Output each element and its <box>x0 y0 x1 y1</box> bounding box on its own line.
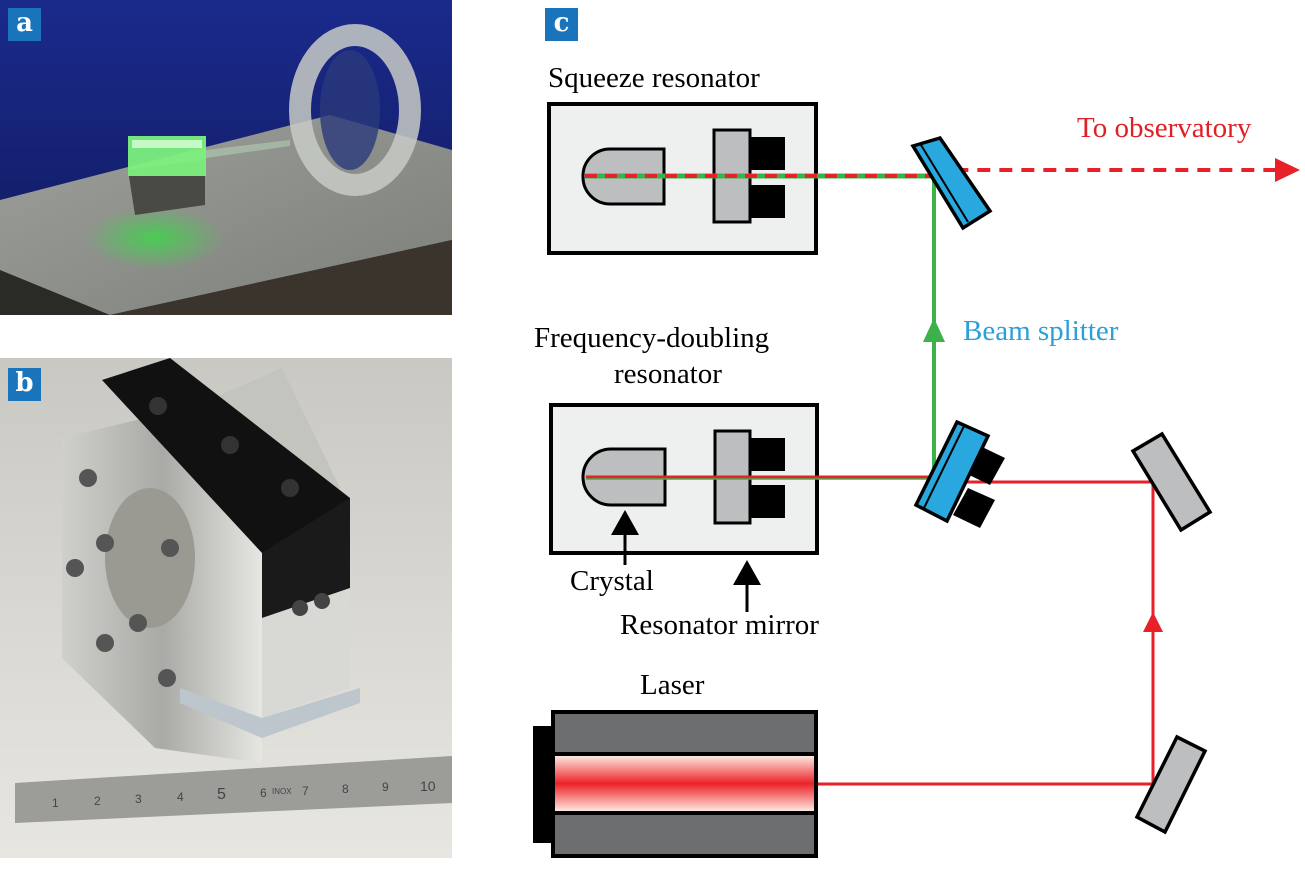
beam-splitter-top <box>910 135 993 231</box>
laser-title: Laser <box>640 669 705 701</box>
beam-splitter-bottom <box>913 419 1005 528</box>
crystal-label: Crystal <box>570 565 654 597</box>
ruler-tick-8: 8 <box>342 782 349 796</box>
ruler-tick-1: 1 <box>52 796 59 810</box>
ruler-tick-10: 10 <box>420 778 436 794</box>
laser-gain-medium <box>555 756 814 811</box>
ruler-tick-4: 4 <box>177 790 184 804</box>
output-arrow <box>1275 158 1300 182</box>
laser-end-cap <box>533 726 552 843</box>
beam-splitter-label: Beam splitter <box>963 315 1119 347</box>
ruler-tick-9: 9 <box>382 780 389 794</box>
fd-resonator-title-line2: resonator <box>614 358 722 390</box>
steering-mirror-upper <box>1130 431 1213 533</box>
green-beam-arrow <box>923 318 945 342</box>
fd-mirror-mount-top <box>750 438 785 471</box>
resonator-mirror-pointer-arrow <box>733 560 761 612</box>
ruler-tick-5: 5 <box>217 786 226 803</box>
panel-label-c: c <box>545 8 578 41</box>
resonator-mirror-label: Resonator mirror <box>620 609 819 641</box>
ruler-tick-7: 7 <box>302 784 309 798</box>
squeeze-mirror-mount-bottom <box>750 185 785 218</box>
photo-panel-a: a <box>0 0 452 315</box>
to-observatory-label: To observatory <box>1077 112 1252 144</box>
fd-mirror-mount-bottom <box>750 485 785 518</box>
laser <box>533 710 818 858</box>
photo-panel-b: b 1 2 3 4 5 6 INOX 7 8 9 10 <box>0 358 452 858</box>
steering-mirror-lower <box>1134 734 1208 835</box>
ruler: 1 2 3 4 5 6 INOX 7 8 9 10 <box>0 778 452 810</box>
red-beam-arrow <box>1143 612 1163 632</box>
squeezed-light-output-beam <box>933 168 1280 178</box>
ruler-tick-2: 2 <box>94 794 101 808</box>
ruler-tick-3: 3 <box>135 792 142 806</box>
crystal-pointer-arrow <box>611 510 639 565</box>
ruler-tick-6: 6 <box>260 786 267 800</box>
squeeze-mirror-mount-top <box>750 137 785 170</box>
laser-red-beam <box>818 480 1155 786</box>
ruler-brand: INOX <box>272 787 292 796</box>
fd-resonator-title-line1: Frequency-doubling <box>534 322 769 354</box>
resonator-housing-photo <box>0 358 452 858</box>
squeeze-resonator-title: Squeeze resonator <box>548 62 760 94</box>
crystal-photo <box>0 0 452 315</box>
panel-label-a: a <box>8 8 41 41</box>
panel-label-b: b <box>8 368 41 401</box>
